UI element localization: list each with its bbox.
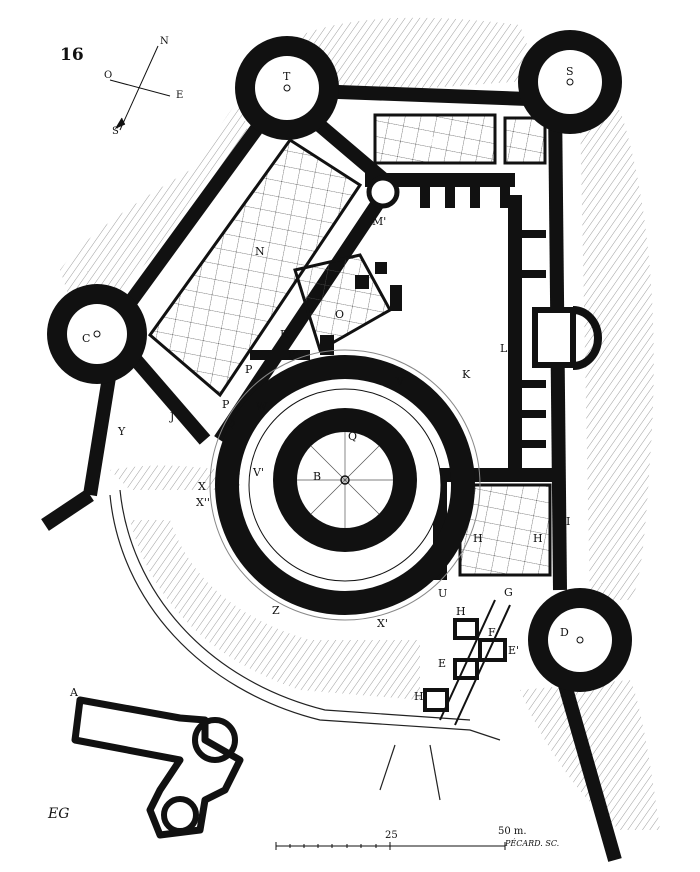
engraver-monogram: EG	[47, 806, 69, 822]
compass-rose	[109, 45, 171, 131]
tower-s	[518, 30, 622, 134]
label-y: Y	[117, 425, 126, 438]
label-k: K	[462, 368, 471, 381]
figure-number: 16	[60, 45, 84, 65]
engraver-signature: PÉCARD. SC.	[504, 839, 559, 848]
label-h-right: H	[533, 532, 543, 545]
label-h-left: H	[473, 532, 483, 545]
label-j: J	[169, 410, 174, 423]
compass-west-label: O	[104, 70, 112, 81]
tower-d	[528, 588, 632, 692]
label-l: L	[500, 342, 508, 355]
label-o: O	[335, 308, 344, 321]
label-p1: P'	[288, 348, 298, 361]
outwork-label-h2: H	[414, 690, 424, 703]
label-s: S	[566, 65, 574, 78]
gate-outworks	[423, 599, 511, 726]
label-x: X	[198, 480, 206, 493]
outwork-label-h1: H	[456, 605, 466, 618]
label-v1: V'	[252, 466, 264, 479]
label-b: B	[313, 470, 321, 483]
label-t: T	[283, 70, 291, 83]
stair-turret-m1	[366, 175, 400, 209]
label-x2: X''	[196, 496, 210, 509]
compass-south-label: S	[112, 126, 119, 137]
outwork-label-e1: E'	[508, 644, 519, 657]
label-x1: X'	[377, 617, 388, 630]
compass-north-label: N	[160, 36, 169, 47]
label-q: Q	[226, 417, 235, 430]
scale-label-mid: 25	[385, 830, 398, 841]
label-a: A	[69, 686, 79, 699]
label-d: D	[560, 626, 569, 639]
label-c: C	[82, 332, 90, 345]
label-p-upper: P	[245, 363, 253, 376]
label-p-lower: P	[222, 398, 230, 411]
moat-outline	[109, 489, 501, 801]
tower-t	[235, 36, 339, 140]
label-v: V	[395, 375, 405, 388]
vaulted-halls	[147, 113, 602, 577]
label-m1: M'	[372, 215, 386, 228]
chapel-a	[71, 696, 244, 839]
label-z: Z	[272, 604, 280, 617]
label-u: U	[438, 587, 447, 600]
label-q2: Q	[348, 430, 357, 443]
compass-east-label: E	[176, 90, 183, 101]
outwork-label-e: E	[438, 657, 446, 670]
label-i: I	[566, 515, 570, 528]
keep-tower-b	[209, 349, 481, 621]
outwork-label-f: F	[488, 626, 496, 639]
label-n: N	[255, 245, 265, 258]
label-w: W	[256, 400, 268, 413]
label-m: M	[430, 135, 441, 148]
scale-bar	[275, 842, 506, 850]
label-g: G	[504, 586, 513, 599]
tower-c	[47, 284, 147, 384]
label-r: R	[280, 328, 289, 341]
scale-label-end: 50 m.	[498, 826, 527, 837]
wall-piers	[250, 178, 546, 448]
